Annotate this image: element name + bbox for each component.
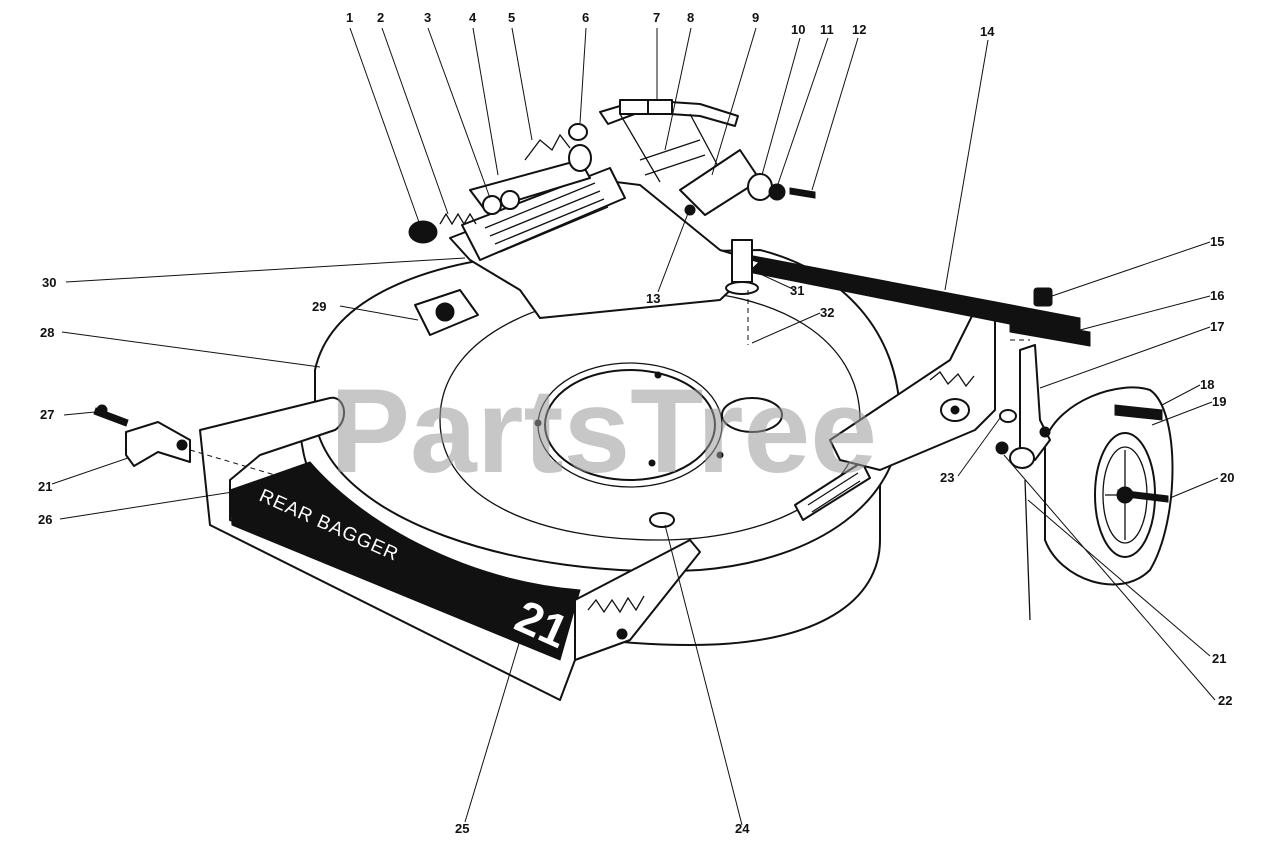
callout-32: 32 [820, 305, 834, 320]
callout-3: 3 [424, 10, 431, 25]
callout-19: 19 [1212, 394, 1226, 409]
callout-16: 16 [1210, 288, 1224, 303]
callout-7: 7 [653, 10, 660, 25]
callout-4: 4 [469, 10, 477, 25]
callout-30: 30 [42, 275, 56, 290]
callout-12: 12 [852, 22, 866, 37]
callout-18: 18 [1200, 377, 1214, 392]
wheel-bracket [995, 344, 1051, 621]
callout-8: 8 [687, 10, 694, 25]
callout-21-left: 21 [38, 479, 52, 494]
control-assembly [408, 99, 816, 319]
callout-29: 29 [312, 299, 326, 314]
callout-9: 9 [752, 10, 759, 25]
callouts: 1 2 3 4 5 6 7 8 9 10 11 12 13 14 15 16 1… [38, 10, 1234, 836]
callout-28: 28 [40, 325, 54, 340]
callout-24: 24 [735, 821, 750, 836]
callout-21-right: 21 [1212, 651, 1226, 666]
callout-20: 20 [1220, 470, 1234, 485]
callout-17: 17 [1210, 319, 1224, 334]
callout-27: 27 [40, 407, 54, 422]
callout-15: 15 [1210, 234, 1224, 249]
handle-bar [747, 254, 1091, 347]
callout-11: 11 [820, 22, 834, 37]
wheel [1044, 386, 1174, 586]
callout-23: 23 [940, 470, 954, 485]
height-adjust-bracket [829, 309, 996, 471]
hinge-bracket-left [93, 404, 191, 467]
callout-1: 1 [346, 10, 353, 25]
callout-13: 13 [646, 291, 660, 306]
danger-decal [414, 289, 479, 336]
callout-5: 5 [508, 10, 515, 25]
rear-shield: REAR BAGGER 21 [199, 396, 701, 701]
callout-25: 25 [455, 821, 469, 836]
callout-14: 14 [980, 24, 995, 39]
callout-26: 26 [38, 512, 52, 527]
leader-lines [51, 27, 1219, 826]
dash-27-21 [189, 449, 276, 476]
watermark: PartsTree [330, 364, 877, 498]
callout-2: 2 [377, 10, 384, 25]
wheel-bolt [1114, 404, 1163, 421]
callout-6: 6 [582, 10, 589, 25]
callout-31: 31 [790, 283, 804, 298]
callout-10: 10 [791, 22, 805, 37]
callout-22: 22 [1218, 693, 1232, 708]
